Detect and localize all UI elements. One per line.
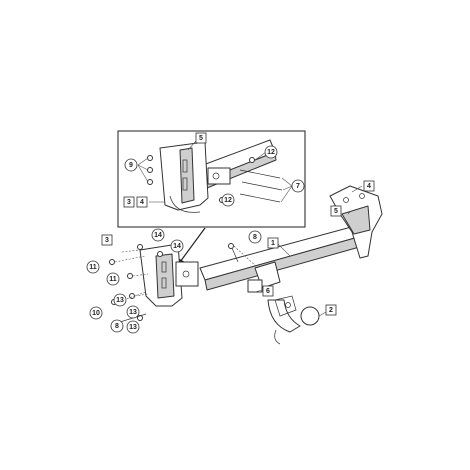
bolt-8-head: [228, 243, 234, 249]
inset-nut-9a: [147, 155, 153, 161]
leader-8-socket: [233, 245, 259, 269]
inset-hook-curve: [169, 195, 201, 213]
svg-text:4: 4: [140, 199, 144, 206]
leader-4-main: [351, 185, 363, 193]
callout-1: 1: [267, 237, 279, 249]
socket-plate: [247, 279, 263, 293]
inset-washer-12a: [249, 157, 255, 163]
callout-10: 10: [89, 306, 103, 320]
svg-text:5: 5: [334, 208, 338, 215]
svg-text:2: 2: [329, 307, 333, 314]
callout-11-a: 11: [86, 260, 100, 274]
inset-slot-2: [182, 177, 188, 191]
callout-2: 2: [325, 304, 337, 316]
inset-bracket-plate: [179, 147, 195, 204]
leader-6: [254, 289, 263, 293]
callout-12-bottom: 12: [221, 193, 235, 207]
svg-text:13: 13: [129, 324, 137, 331]
leader-9-c: [137, 164, 149, 183]
washer-14-a: [137, 244, 143, 250]
left-bracket-plate: [155, 253, 175, 299]
leader-1: [277, 243, 291, 257]
bolt-8: [231, 247, 239, 263]
leader-11-b: [132, 273, 149, 277]
svg-text:1: 1: [271, 240, 275, 247]
tow-ball-key: [285, 302, 291, 308]
svg-text:14: 14: [173, 243, 181, 250]
leader-5-inset: [187, 140, 197, 151]
callout-11-b: 11: [106, 272, 120, 286]
inset-nut-9b: [147, 167, 153, 173]
svg-text:10: 10: [92, 310, 100, 317]
nut-11-b: [127, 273, 133, 279]
tow-ball-neck: [267, 299, 301, 333]
callout-14-a: 14: [151, 228, 165, 242]
leader-3: [121, 249, 141, 253]
inset-clamp-bolt: [212, 172, 220, 180]
svg-text:12: 12: [224, 197, 232, 204]
leader-5-main: [347, 211, 351, 215]
svg-text:3: 3: [105, 237, 109, 244]
svg-text:11: 11: [109, 276, 117, 283]
leader-11-a: [114, 255, 146, 263]
callout-8-main: 8: [248, 230, 262, 244]
washer-14-b: [157, 251, 163, 257]
svg-text:6: 6: [266, 288, 270, 295]
callout-3-inset: 3: [123, 196, 135, 208]
inset-bolt-7b: [241, 181, 283, 191]
svg-text:13: 13: [116, 297, 124, 304]
leader-9-a: [137, 157, 149, 166]
tow-ball-lock: [274, 295, 297, 317]
callout-14-b: 14: [170, 239, 184, 253]
leader-12-top: [254, 151, 267, 161]
nut-11-a: [109, 259, 115, 265]
callout-6: 6: [262, 285, 274, 297]
leader-7-b: [282, 185, 293, 191]
callout-4-main: 4: [363, 180, 375, 192]
svg-text:5: 5: [199, 135, 203, 142]
tow-ball-tail: [274, 329, 281, 345]
leader-13-a: [134, 293, 149, 297]
callout-12-top: 12: [264, 145, 278, 159]
callout-9: 9: [124, 158, 138, 172]
callout-13-b: 13: [126, 305, 140, 319]
left-clamp-bolt: [182, 270, 190, 278]
callout-8-left: 8: [110, 319, 124, 333]
inset-bolt-7c: [239, 193, 281, 203]
inset-slot-1: [182, 159, 188, 173]
left-slot-2: [161, 277, 167, 289]
svg-text:8: 8: [115, 323, 119, 330]
svg-text:8: 8: [253, 234, 257, 241]
svg-text:9: 9: [129, 162, 133, 169]
svg-text:13: 13: [129, 309, 137, 316]
svg-text:14: 14: [154, 232, 162, 239]
callout-5-main: 5: [330, 205, 342, 217]
right-bracket-hole-2: [359, 193, 365, 199]
callout-13-a: 13: [113, 293, 127, 307]
svg-text:11: 11: [89, 264, 97, 271]
callout-13-c: 13: [126, 320, 140, 334]
right-bracket-hole-1: [343, 197, 349, 203]
left-clamp: [175, 261, 199, 287]
leader-2: [318, 311, 327, 317]
svg-text:7: 7: [296, 183, 300, 190]
svg-text:12: 12: [267, 149, 275, 156]
callout-5-inset: 5: [195, 132, 207, 144]
callout-7: 7: [291, 179, 305, 193]
detail-inset: [117, 130, 306, 228]
callout-3-main: 3: [101, 234, 113, 246]
main-assembly: [109, 185, 383, 345]
leader-7-a: [281, 177, 293, 187]
left-slot-1: [161, 261, 167, 273]
svg-text:3: 3: [127, 199, 131, 206]
leader-7-c: [280, 185, 293, 203]
tow-ball: [300, 306, 320, 326]
svg-text:4: 4: [367, 183, 371, 190]
leader-9-b: [137, 164, 149, 171]
callout-4-inset: 4: [136, 196, 148, 208]
inset-nut-9c: [147, 179, 153, 185]
inset-bolt-7a: [239, 169, 281, 179]
